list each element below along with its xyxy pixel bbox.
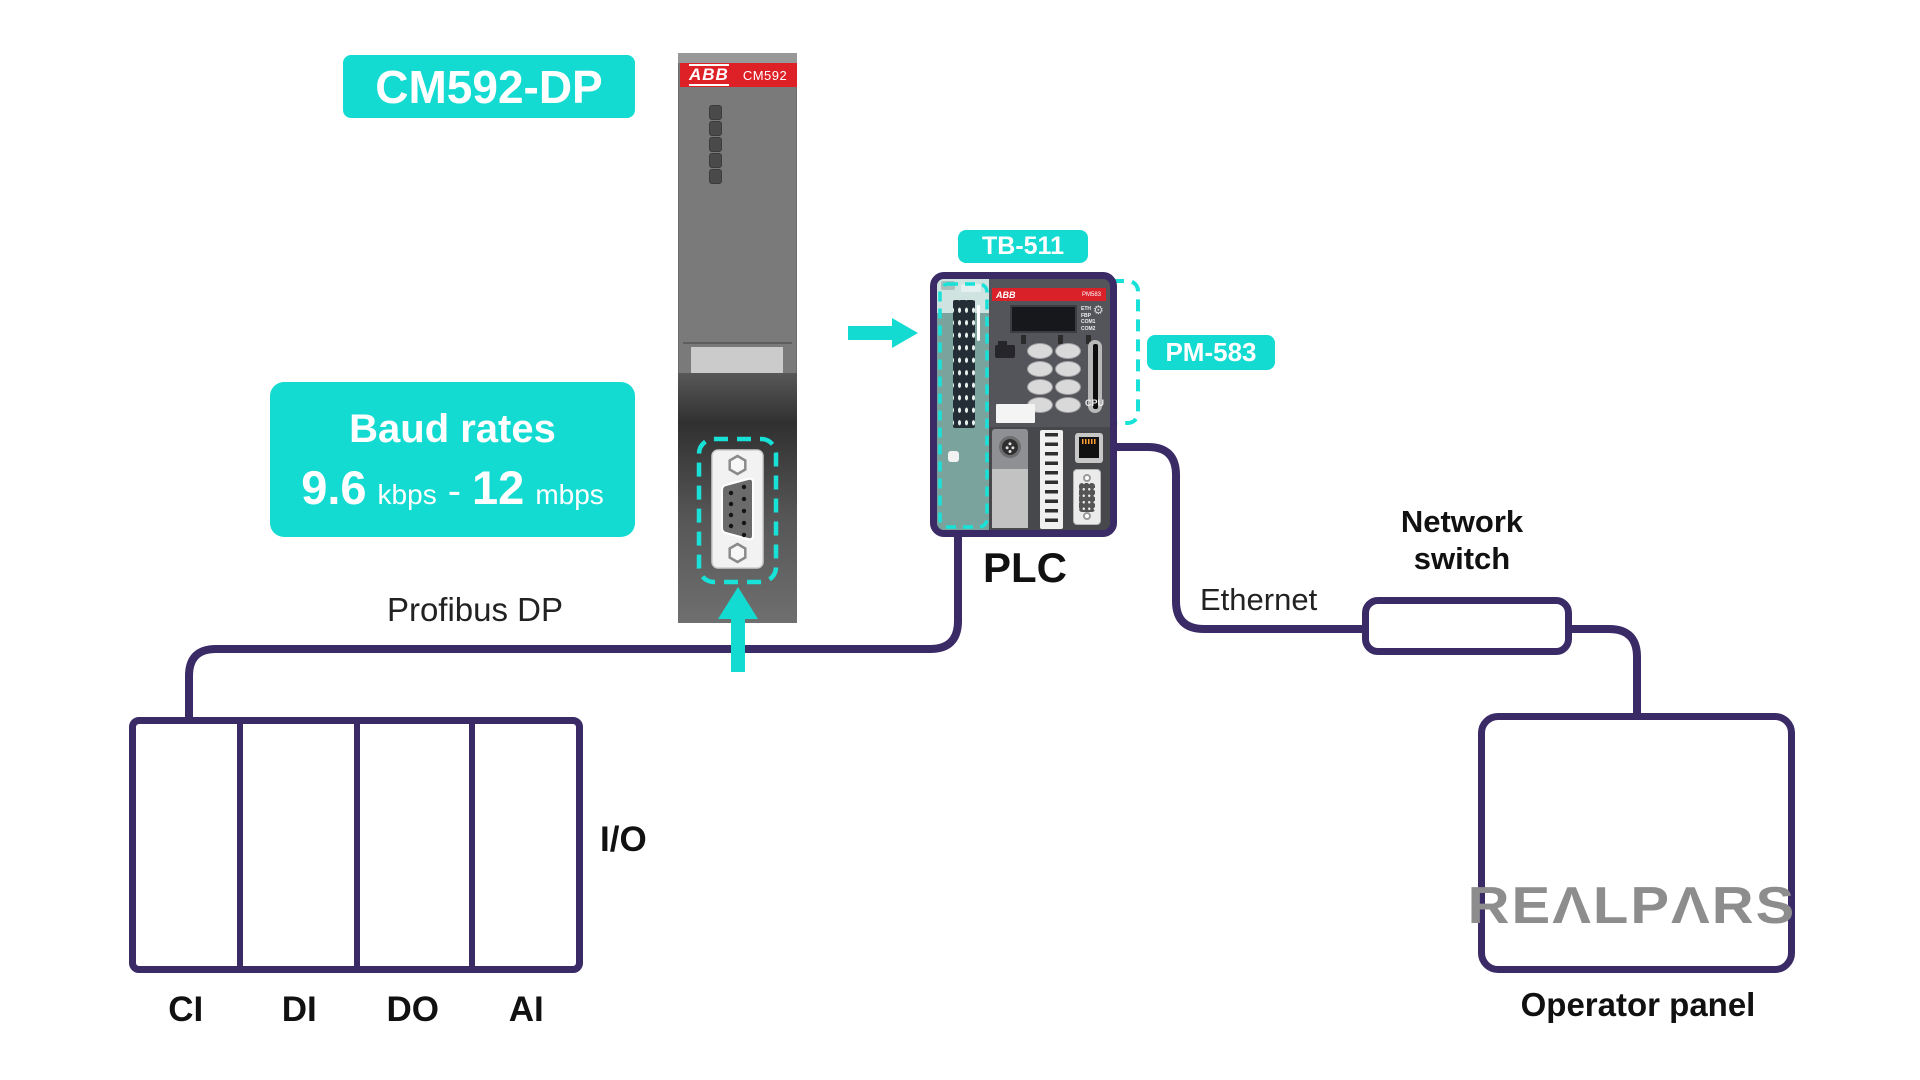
baud-max-unit: mbps [535,478,604,510]
cm592dp-label: CM592-DP [343,55,635,118]
tb511-label-text: TB-511 [982,232,1064,260]
key-slot [1021,335,1026,344]
tb511-button [948,451,959,462]
keypad-button [1027,361,1053,377]
network-switch-caption: Network switch [1352,503,1572,577]
pm583-label-text: PM-583 [1165,337,1257,367]
keypad-button [1055,343,1081,359]
keypad-button [1027,379,1053,395]
round-connector-icon [999,436,1021,458]
round-connector-cover [992,469,1028,528]
abb-logo: ABB [689,64,729,86]
baud-min-unit: kbps [377,478,437,510]
db9-highlight-dashed-frame [696,436,779,585]
plc-device: ABB PM583 ETH FBP COM1 COM2 ⚙ [930,272,1117,537]
wire-ethernet-plc-to-switch [1110,443,1368,633]
io-rack-divider [237,724,243,966]
port-label-eth: ETH [1081,306,1091,312]
io-cell-labels: CI DI DO AI [129,990,583,1030]
pm583-label: PM-583 [1147,335,1275,370]
io-cell-label-ci: CI [168,990,204,1029]
baud-rates-title: Baud rates [349,406,556,451]
plc-header-band: ABB PM583 [992,288,1106,301]
tb511-slit [977,305,980,341]
plc-faceplate: ABB PM583 ETH FBP COM1 COM2 ⚙ [937,279,1110,530]
keypad-button [1027,343,1053,359]
module-model-text: CM592 [742,67,788,83]
plc-caption: PLC [983,544,1067,591]
port-label-com1: COM1 [1081,319,1096,325]
network-switch-caption-line2: switch [1413,541,1511,576]
db9-connector [711,449,764,569]
status-led [709,169,722,184]
operator-panel-box [1478,713,1795,973]
keypad-button [1055,379,1081,395]
baud-separator: - [447,468,462,513]
plc-name-plate [996,404,1035,423]
keypad-button [1055,397,1081,413]
gear-icon: ⚙ [1093,303,1104,317]
abb-logo: ABB [996,289,1016,300]
keypad-button [1055,361,1081,377]
wire-ethernet-switch-to-panel [1566,625,1641,717]
wire-profibus [185,533,962,722]
key-slot [1058,335,1063,344]
status-led [709,137,722,152]
cm592-module: ABB CM592 [678,53,797,623]
terminal-strip [1040,430,1063,529]
status-led [709,121,722,136]
io-rack-divider [469,724,475,966]
plc-model-text: PM583 [1081,291,1101,298]
hex-screw-icon [728,542,747,564]
baud-rates-value: 9.6 kbps - 12 mbps [301,460,604,515]
io-caption: I/O [600,820,647,859]
status-led [709,153,722,168]
cpu-label: CPU [1084,398,1104,408]
network-switch-caption-line1: Network [1400,504,1524,539]
arrow-right-icon [848,318,918,348]
ethernet-label: Ethernet [1200,582,1318,617]
arrow-up-icon [718,587,758,672]
cm592dp-label-text: CM592-DP [375,60,603,113]
port-label-com2: COM2 [1081,325,1096,332]
module-header-band: ABB CM592 [680,63,797,87]
module-divider [683,342,792,344]
io-cell-label-ai: AI [508,990,544,1029]
serial-port-icon [1073,469,1101,525]
status-led [709,105,722,120]
plc-port-labels: ETH FBP COM1 COM2 [1081,306,1103,332]
io-cell-label-di: DI [281,990,317,1029]
operator-panel-caption: Operator panel [1520,986,1756,1023]
baud-min-value: 9.6 [301,460,367,514]
io-cell-label-do: DO [386,990,440,1029]
port-label-fbp: FBP [1081,312,1091,319]
tb511-section [937,279,989,530]
tb511-connector-grid [953,300,975,428]
baud-rates-box: Baud rates 9.6 kbps - 12 mbps [270,382,635,537]
memory-card-slot [1088,340,1102,413]
module-top-strip [678,53,797,63]
tb511-dashed-frame [938,282,989,529]
battery-holder [995,341,1015,358]
tb511-label: TB-511 [958,230,1088,263]
plc-display [1010,305,1077,333]
hex-screw-icon [728,454,747,476]
module-label-window [691,347,783,373]
tb511-clip [961,284,981,292]
io-rack-divider [354,724,360,966]
profibus-dp-label: Profibus DP [386,591,564,628]
network-switch-box [1362,597,1572,655]
io-rack [129,717,583,973]
realpars-logo: REΛLPΛRS [1467,876,1797,935]
ethernet-port-icon [1075,433,1103,463]
key-slot [1086,335,1091,344]
baud-max-value: 12 [472,460,525,514]
